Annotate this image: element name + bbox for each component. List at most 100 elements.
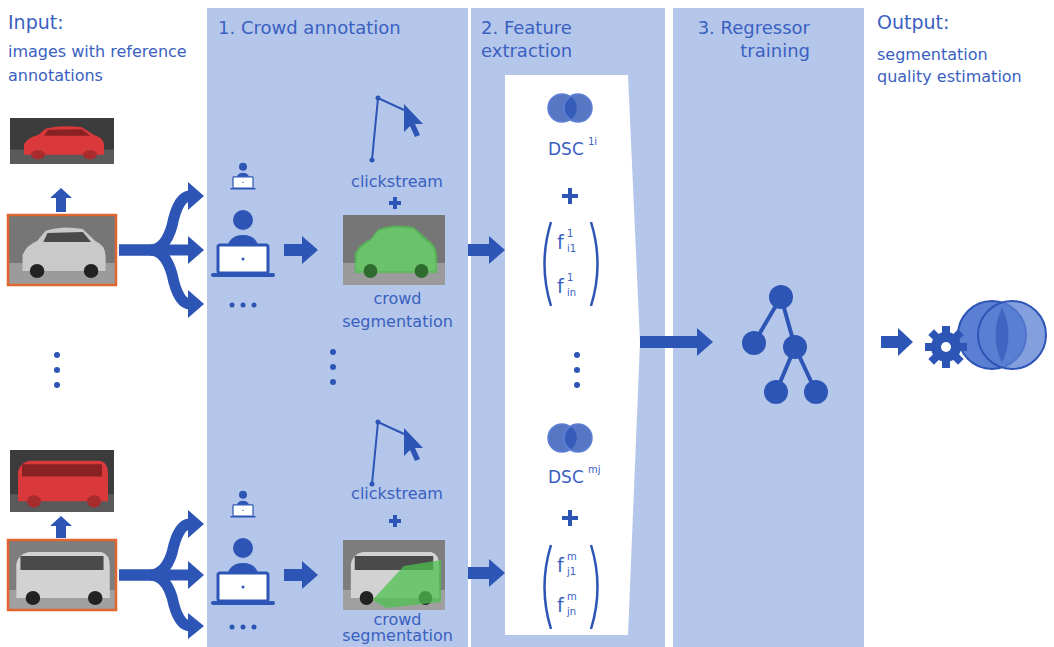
fork-branch [150,575,190,626]
tree-node [764,380,788,404]
block-arrow [468,559,505,587]
cursor-arrow [404,104,423,137]
photo-ground [10,118,114,164]
section-note: segmentation quality estimation [877,44,1037,88]
annotator-icon [231,163,255,189]
tree-node [742,331,766,355]
block-arrow [881,328,913,356]
text-slot: segmentation quality estimation [877,44,1037,88]
up-arrow [50,188,72,212]
crowd-segmentation-image [343,540,445,610]
ellipsis-dot [54,367,60,373]
text-slot: f [557,556,564,575]
click-path [372,422,404,484]
text-slot: DSC [548,141,584,158]
input-image [8,540,116,610]
block-arrow [284,236,318,264]
ellipsis-dot [574,352,580,358]
panel-outline [505,75,640,635]
feature-panel: DSC1if1i1f1inDSCmjfmj1fmjn [505,75,640,635]
arrow-head [188,561,204,589]
section-label: Input: [8,10,64,34]
up-arrow [50,516,72,538]
subscript: jn [567,607,576,617]
clickstream-icon [370,96,424,163]
section-note: images with reference annotations [8,40,193,88]
superscript: 1 [567,229,573,239]
text-slot: images with reference annotations [8,40,193,88]
text-slot: DSC [548,469,584,486]
text-slot: 1 [567,273,573,283]
click-point [370,482,375,487]
image-caption: clickstream [332,484,462,504]
ellipsis-dot [241,303,246,308]
fork-arrow [119,524,190,626]
ellipsis-dot [252,303,257,308]
block-arrow [468,236,505,264]
venn-overlap [996,307,1009,363]
arrow-shaft [640,336,698,348]
car-wheel [31,150,45,159]
plus-sign [568,188,572,204]
gear-hole [941,342,951,352]
fork-branch [119,524,190,575]
section-label: Output: [877,10,949,34]
vector-bracket [591,222,598,306]
tree-node [783,335,807,359]
arrow-head [188,290,204,318]
photo-ground [10,450,114,512]
clickstream-icon [370,420,424,487]
text-slot: j1 [567,567,576,577]
subscript: in [567,288,576,298]
stage-title: 3. Regressor training [684,16,810,62]
text-slot: 3. Regressor training [684,16,810,62]
vector-bracket [545,545,552,629]
van-wheel [360,591,374,605]
plus-sign [568,510,572,526]
ellipsis-dot [330,379,336,385]
crowd-mask [372,560,441,608]
arrow-head [188,510,204,538]
text-slot: f [557,277,564,296]
arrow-head [188,236,204,264]
image-frame [8,215,116,285]
tree-node [804,380,828,404]
text-slot: clickstream [332,484,462,504]
gear-body [931,332,961,362]
text-slot: 1 [567,229,573,239]
text-slot: 1i [588,137,597,147]
car-wheel [84,264,99,278]
car-wheel [30,264,45,278]
text-slot: mj [588,465,601,475]
ellipsis-dot [252,625,257,630]
tree-icon [742,285,828,404]
ellipsis-dot [230,303,235,308]
click-point [370,158,375,163]
click-path [372,98,404,160]
arrow-shaft [468,244,490,256]
vector-bracket [545,222,552,306]
van-wheel [88,591,103,605]
reference-image [10,450,114,512]
van-window [22,464,102,476]
superscript: m [567,552,577,562]
fork-arrow [119,196,190,304]
text-slot: 2. Feature extraction [481,16,621,62]
venn-circle [978,301,1046,369]
dsc-icon [548,424,592,452]
tree-node [769,285,793,309]
input-image [8,215,116,285]
superscript: 1 [567,273,573,283]
fork-branch [119,196,190,250]
ellipsis-dot [330,364,336,370]
arrow-head [188,613,204,639]
van-wheel [87,495,101,507]
text-slot: in [567,288,576,298]
annotator-icon [213,210,273,275]
panel-shape [505,75,640,635]
text-slot: m [567,592,577,602]
arrow-head [697,328,713,356]
block-arrow [640,328,713,356]
image-caption: crowd segmentation [335,287,460,333]
